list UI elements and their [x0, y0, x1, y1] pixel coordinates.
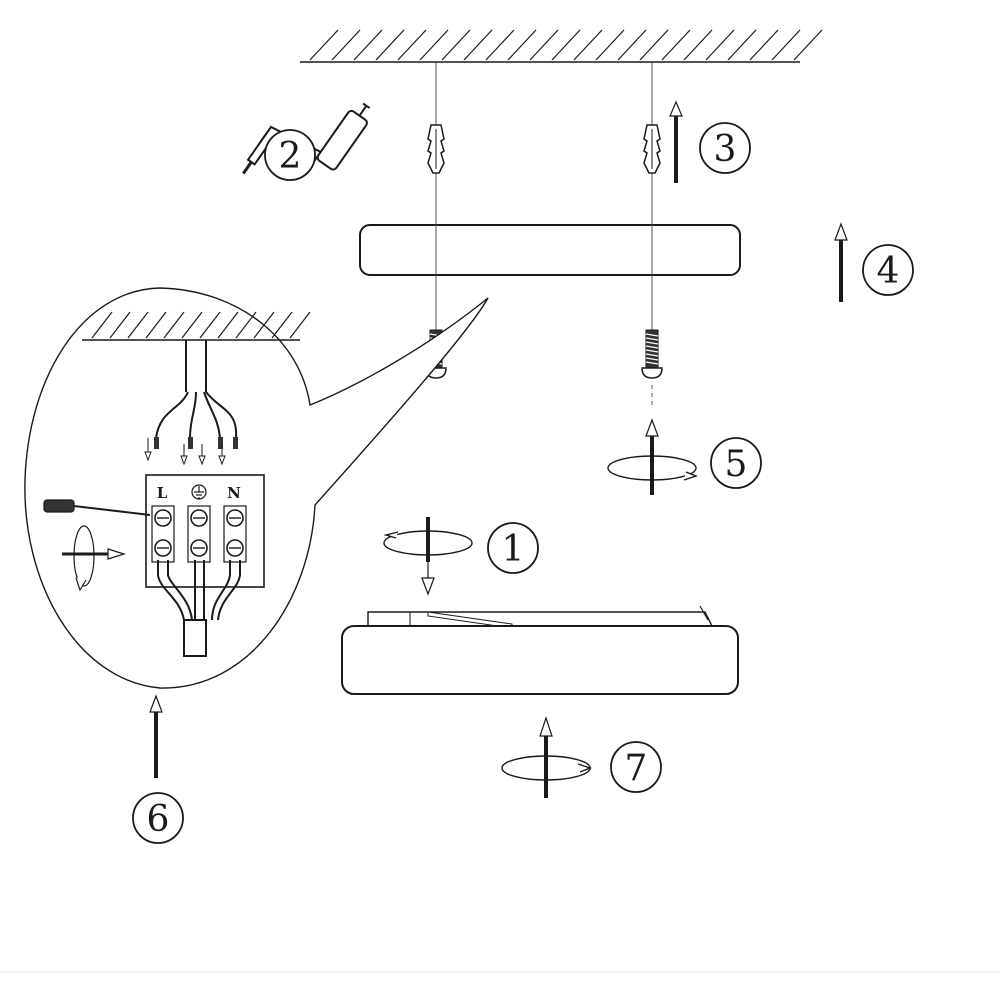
- step-marker-1: 1: [487, 522, 539, 574]
- rotate-arrow-icon: [501, 755, 593, 781]
- wire-ends: [154, 437, 238, 449]
- step-number: 7: [625, 748, 648, 789]
- up-arrow-icon: [669, 100, 683, 183]
- supply-cable: [155, 340, 238, 439]
- screwdriver-icon: [43, 499, 151, 516]
- step-number: 3: [714, 129, 737, 170]
- lamp-body: [341, 605, 739, 695]
- step-marker-6: 6: [132, 792, 184, 844]
- step-number: 5: [725, 444, 748, 485]
- step-marker-5: 5: [710, 437, 762, 489]
- step-marker-3: 3: [699, 122, 751, 174]
- rotate-arrow-icon: [607, 455, 699, 481]
- step-number: 1: [502, 529, 525, 570]
- step-marker-2: 2: [264, 129, 316, 181]
- insert-arrows: [144, 438, 226, 466]
- step-number: 4: [877, 251, 900, 292]
- step-marker-7: 7: [610, 741, 662, 793]
- up-arrow-icon: [539, 716, 553, 798]
- down-arrow-icon: [421, 517, 435, 596]
- step-marker-4: 4: [862, 244, 914, 296]
- screw-icon: [641, 329, 663, 379]
- ceiling: [300, 29, 823, 63]
- terminal-label-line: L: [157, 484, 168, 502]
- step-number: 6: [147, 799, 170, 840]
- up-arrow-icon: [149, 694, 163, 778]
- mounting-base-plate: [359, 224, 741, 276]
- step-number: 2: [279, 136, 302, 177]
- ceiling-hatch: [309, 29, 823, 61]
- terminal-block: L N: [145, 474, 265, 657]
- up-arrow-icon: [834, 222, 848, 302]
- wall-plug-icon: [427, 124, 445, 174]
- drill-guide-lines: [435, 62, 653, 405]
- terminal-label-neutral: N: [227, 484, 241, 502]
- wall-plug-icon: [643, 124, 661, 174]
- lamp-cable: [157, 560, 241, 657]
- wiring-detail-callout: L N: [24, 287, 489, 689]
- up-arrow-icon: [645, 418, 659, 495]
- rotate-arrow-icon: [62, 525, 127, 592]
- earth-ground-icon: [191, 484, 207, 500]
